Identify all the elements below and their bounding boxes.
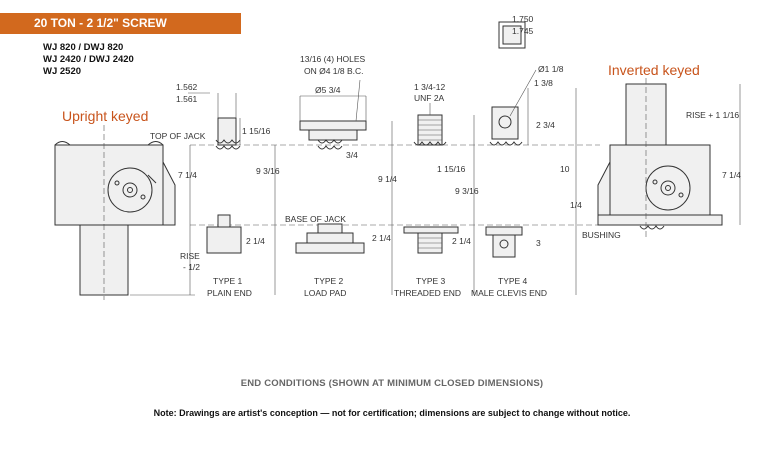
- model-line: WJ 820 / DWJ 820: [43, 42, 124, 53]
- type-name: TYPE 3: [416, 276, 446, 286]
- dim-label: ON Ø4 1/8 B.C.: [304, 66, 364, 76]
- type3-threaded-end: [403, 114, 459, 254]
- dim-label: TOP OF JACK: [150, 131, 206, 141]
- dim-label: BUSHING: [582, 230, 621, 240]
- dim-label: 2 3/4: [536, 120, 555, 130]
- dim-label: 2 1/4: [372, 233, 391, 243]
- type-desc: MALE CLEVIS END: [471, 288, 547, 298]
- model-line: WJ 2520: [43, 66, 82, 77]
- type-name: TYPE 4: [498, 276, 528, 286]
- dim-label: 1 3/8: [534, 78, 553, 88]
- dim-label: 1.745: [512, 26, 534, 36]
- dim-label: Ø1 1/8: [538, 64, 564, 74]
- dim-label: 13/16 (4) HOLES: [300, 54, 366, 64]
- dim-label: RISE + 1 1/16: [686, 110, 739, 120]
- dim-label: 1.561: [176, 94, 198, 104]
- type-desc: THREADED END: [394, 288, 461, 298]
- dim-label: 7 1/4: [178, 170, 197, 180]
- header-title: 20 TON - 2 1/2" SCREW: [0, 13, 241, 34]
- dim-label: - 1/2: [183, 262, 200, 272]
- dim-label: 1/4: [570, 200, 582, 210]
- dim-label: 10: [560, 164, 570, 174]
- dim-label: 9 3/16: [455, 186, 479, 196]
- type-desc: LOAD PAD: [304, 288, 346, 298]
- dim-label: RISE: [180, 251, 200, 261]
- dim-label: 1 3/4-12: [414, 82, 445, 92]
- dim-label: 1 15/16: [242, 126, 271, 136]
- dim-label: BASE OF JACK: [285, 214, 346, 224]
- inverted-jack-drawing: [597, 78, 723, 240]
- dim-label: 1 15/16: [437, 164, 466, 174]
- model-line: WJ 2420 / DWJ 2420: [43, 54, 134, 65]
- dim-label: 1.562: [176, 82, 198, 92]
- dim-label: 3: [536, 238, 541, 248]
- type4-male-clevis-end: [485, 21, 526, 258]
- dim-label: 9 1/4: [378, 174, 397, 184]
- dim-label: UNF 2A: [414, 93, 445, 103]
- dim-label: 7 1/4: [722, 170, 741, 180]
- type-name: TYPE 1: [213, 276, 243, 286]
- dim-label: 1.750: [512, 14, 534, 24]
- disclaimer-note: Note: Drawings are artist's conception —…: [153, 408, 631, 418]
- dim-label: 9 3/16: [256, 166, 280, 176]
- model-list: WJ 820 / DWJ 820 WJ 2420 / DWJ 2420 WJ 2…: [43, 42, 134, 78]
- dim-label: Ø5 3/4: [315, 85, 341, 95]
- dim-label: 2 1/4: [246, 236, 265, 246]
- upright-keyed-label: Upright keyed: [62, 108, 149, 124]
- upright-jack-drawing: [54, 125, 176, 300]
- type-name: TYPE 2: [314, 276, 344, 286]
- dim-label: 3/4: [346, 150, 358, 160]
- inverted-keyed-label: Inverted keyed: [608, 62, 700, 78]
- type1-plain-end: [206, 117, 242, 254]
- dim-label: 2 1/4: [452, 236, 471, 246]
- type-desc: PLAIN END: [207, 288, 252, 298]
- type2-load-pad: [295, 120, 367, 254]
- drawing-caption: END CONDITIONS (SHOWN AT MINIMUM CLOSED …: [240, 378, 544, 389]
